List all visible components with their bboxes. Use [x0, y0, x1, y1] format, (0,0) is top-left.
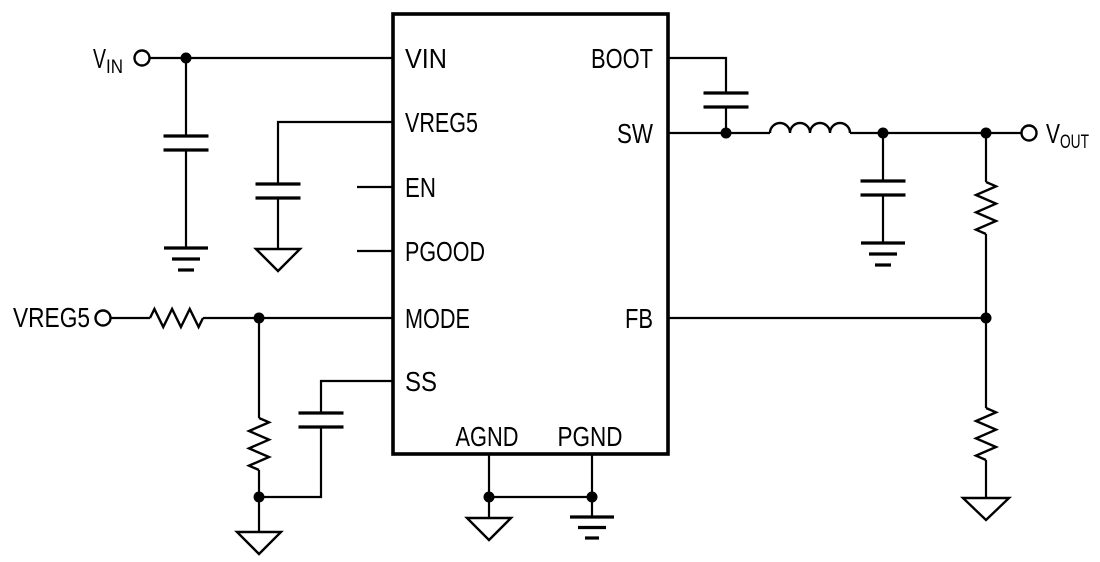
vreg5-terminal: [94, 309, 112, 327]
vin-terminal: [133, 49, 151, 67]
feedback-resistor-top: [972, 180, 1000, 236]
ss-capacitor: [259, 411, 344, 499]
pgnd-ground-symbol: [570, 515, 614, 540]
pin-label-pgood: PGOOD: [405, 236, 485, 267]
output-inductor: [768, 121, 852, 134]
vin-terminal-label: V: [93, 43, 106, 74]
vreg5-wire: [276, 120, 393, 184]
pin-label-boot: BOOT: [591, 43, 653, 74]
mode-net: VREG5: [13, 302, 393, 556]
pgnd-junction-dot: [586, 491, 598, 503]
vout-terminal: [1020, 124, 1038, 142]
pin-label-vin: VIN: [405, 43, 447, 74]
feedback-net: [668, 133, 1012, 522]
pin-label-agnd: AGND: [456, 421, 519, 452]
agnd-junction-dot: [483, 491, 495, 503]
vreg5-terminal-label: VREG5: [13, 302, 90, 333]
mode-pulldown-resistor: [245, 416, 273, 472]
output-capacitor: [860, 133, 906, 243]
ss-wire: [319, 379, 393, 413]
feedback-ground-triangle: [960, 496, 1012, 522]
boot-net: [668, 56, 749, 133]
boot-wire: [668, 56, 728, 93]
pin-label-mode: MODE: [405, 303, 470, 334]
ic-block: VIN VREG5 EN PGOOD MODE SS BOOT SW FB AG…: [391, 12, 670, 456]
ground-pins-net: [464, 454, 614, 542]
pin-label-en: EN: [405, 172, 436, 203]
agnd-ground-triangle: [464, 516, 514, 542]
input-ground-symbol: [164, 246, 208, 272]
ss-net: [259, 379, 393, 499]
vout-terminal-sublabel: OUT: [1060, 132, 1089, 153]
pin-label-vreg5: VREG5: [405, 107, 478, 138]
vreg5-capacitor: [255, 182, 301, 249]
ic-outline: [391, 12, 670, 456]
vin-input-net: V IN: [93, 43, 393, 272]
vreg5-bypass-net: [253, 120, 393, 273]
feedback-resistor-bottom: [972, 406, 1000, 462]
pin-label-ss: SS: [405, 366, 437, 397]
pin-label-fb: FB: [625, 303, 653, 334]
mode-ground-triangle: [234, 530, 284, 556]
pin-label-sw: SW: [617, 118, 653, 149]
output-ground-symbol: [861, 241, 905, 267]
boot-sw-junction-dot: [720, 127, 732, 139]
vout-terminal-label: V: [1046, 118, 1060, 149]
boot-capacitor: [703, 91, 749, 133]
sw-output-net: V OUT: [668, 118, 1089, 267]
mode-resistor: [148, 306, 205, 330]
pin-label-pgnd: PGND: [558, 421, 623, 452]
vreg5-ground-triangle: [253, 247, 303, 273]
input-capacitor: [163, 58, 209, 248]
vin-terminal-sublabel: IN: [106, 57, 123, 78]
ss-cap-bottom-wire: [259, 427, 323, 499]
